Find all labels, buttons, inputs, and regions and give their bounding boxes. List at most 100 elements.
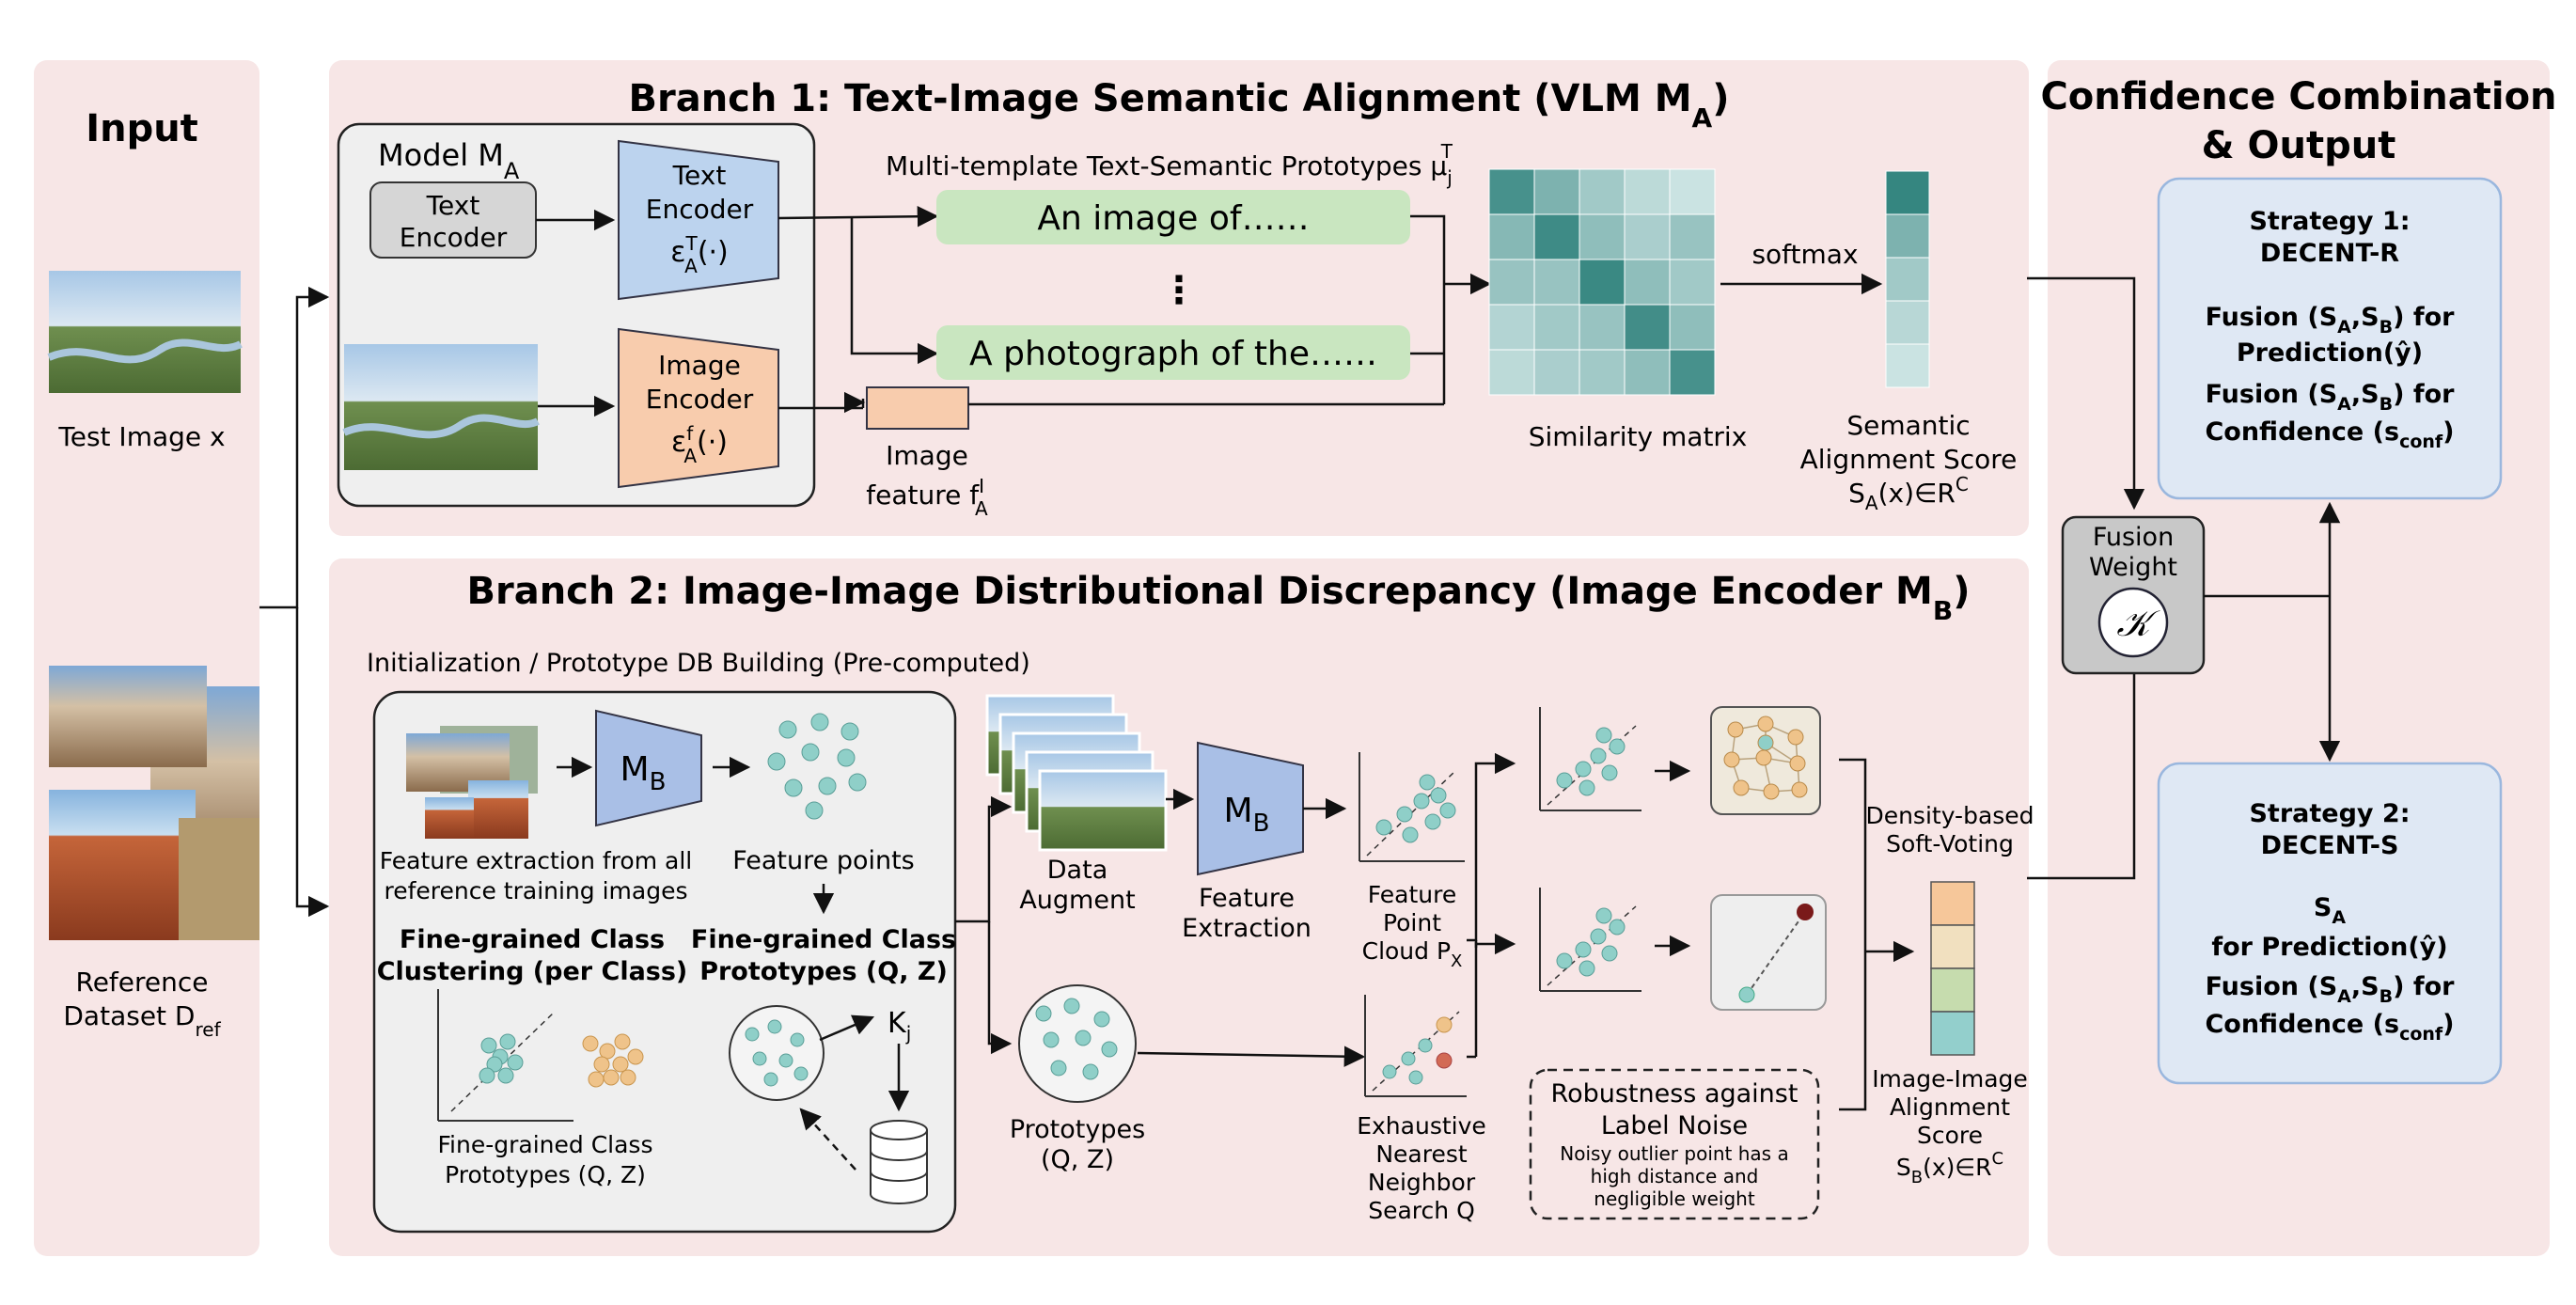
similarity-matrix — [1488, 168, 1716, 396]
softmax-cell — [1885, 213, 1930, 259]
similarity-cell — [1624, 304, 1671, 351]
data-augment-2: Augment — [1019, 886, 1135, 915]
encoder-to-template2-arrow — [850, 218, 939, 365]
cloud-point — [1419, 774, 1436, 791]
similarity-cell — [1579, 168, 1626, 215]
cluster-point-teal — [486, 1056, 503, 1073]
data-augment-1: Data — [1047, 856, 1107, 885]
image-score-1: Image-Image — [1872, 1065, 2028, 1093]
similarity-cell — [1624, 349, 1671, 396]
template-1-box — [936, 190, 1410, 244]
point-cloud-points — [1375, 774, 1456, 843]
density-node — [1791, 781, 1808, 798]
database-icon — [870, 1120, 928, 1204]
density-plot-bottom — [1539, 888, 1641, 992]
feature-point — [818, 777, 837, 795]
branch1-test-image — [342, 344, 540, 470]
encoder-to-template1-arrow — [778, 205, 939, 228]
similarity-cell — [1533, 213, 1580, 260]
nn-search-points — [1382, 1016, 1453, 1085]
density-node — [1727, 721, 1744, 738]
robustness-text-3: negligible weight — [1594, 1187, 1755, 1210]
density-top-point — [1575, 761, 1592, 778]
cluster-point-teal — [497, 1067, 514, 1084]
density-top-point — [1601, 764, 1618, 781]
cloud-point — [1375, 819, 1392, 836]
score-b-cell — [1930, 1011, 1975, 1056]
to-augment-arrow — [955, 795, 1013, 923]
density-bottom-point — [1595, 907, 1612, 924]
density-node — [1789, 755, 1806, 772]
text-encoder-input-line2: Encoder — [400, 222, 508, 253]
text-encoder-trapezoid — [618, 139, 779, 301]
softmax-cell — [1885, 343, 1930, 388]
robustness-text-1: Noisy outlier point has a — [1560, 1142, 1788, 1165]
density-node — [1757, 715, 1774, 732]
image-feature-box — [866, 386, 969, 430]
cluster-caption-1: Fine-grained Class — [438, 1131, 653, 1158]
cluster-point-teal — [499, 1033, 516, 1050]
similarity-cell — [1669, 304, 1716, 351]
softmax-cell — [1885, 300, 1930, 345]
feature-extraction-caption-1: Feature extraction from all — [380, 847, 692, 874]
similarity-cell — [1488, 168, 1535, 215]
kj-label: Kj — [887, 1007, 911, 1045]
similarity-cell — [1579, 213, 1626, 260]
score-b-cell — [1930, 881, 1975, 926]
prototype-point — [790, 1032, 805, 1047]
soft-voting-1: Density-based — [1865, 802, 2034, 829]
augmented-images — [985, 694, 1168, 852]
nn-search-1: Exhaustive — [1357, 1112, 1486, 1140]
robustness-title-2: Label Noise — [1601, 1111, 1748, 1140]
nn-point — [1382, 1064, 1397, 1079]
cloud-point — [1424, 813, 1441, 830]
prototypes-label-2: (Q, Z) — [1041, 1145, 1114, 1174]
density-bottom-point — [1590, 928, 1607, 945]
reference-label-2: Dataset Dref — [63, 1000, 221, 1041]
image-image-score-vector — [1930, 881, 1975, 1056]
reference-label-1: Reference — [76, 967, 209, 998]
prototype-right-point — [1075, 1030, 1092, 1046]
strategy2-line1: SA — [2314, 893, 2346, 928]
strategy2-title-1: Strategy 2: — [2249, 799, 2410, 828]
softmax-vector — [1885, 170, 1930, 388]
similarity-cell — [1579, 349, 1626, 396]
text-encoder-input-line1: Text — [426, 190, 480, 221]
feature-points-label: Feature points — [732, 846, 915, 875]
template-collector-line — [1410, 214, 1446, 404]
feature-extraction-caption-2: reference training images — [384, 877, 687, 904]
mb-encoder-extract — [1197, 741, 1304, 876]
prototype-right-point — [1093, 1011, 1110, 1028]
prototypes-right-points — [1035, 998, 1118, 1080]
strategy1-title-2: DECENT-R — [2260, 239, 2399, 268]
point-cloud-plot — [1359, 752, 1465, 862]
strategy2-line3: Fusion (SA,SB) for — [2206, 972, 2456, 1007]
prototype-point — [752, 1051, 767, 1066]
feature-point — [848, 773, 867, 792]
density-top-point — [1556, 772, 1573, 789]
nn-point-orange — [1436, 1016, 1453, 1033]
density-bottom-point — [1556, 952, 1573, 969]
prototype-right-point — [1050, 1060, 1067, 1077]
semantic-score-line3: SA(x)∈RC — [1848, 473, 1969, 514]
clustering-title-2: Clustering (per Class) — [377, 957, 688, 986]
cluster-point-teal — [480, 1037, 497, 1054]
similarity-cell — [1488, 304, 1535, 351]
strategy2-box — [2157, 762, 2503, 1085]
prototypes-label-1: Prototypes — [1010, 1115, 1145, 1144]
prototype-right-point — [1043, 1031, 1060, 1048]
prototype-point — [778, 1053, 793, 1068]
template-ellipsis: ⋮ — [1160, 269, 1198, 312]
similarity-cell — [1669, 259, 1716, 306]
robustness-title-1: Robustness against — [1551, 1079, 1798, 1108]
nn-search-4: Search Q — [1368, 1197, 1475, 1224]
image-encoder-line2: Encoder — [646, 384, 754, 415]
image-score-4: SB(x)∈RC — [1896, 1149, 2003, 1187]
db-feedback-arrow — [799, 1108, 856, 1171]
image-encoder-trapezoid — [618, 327, 779, 489]
strategy2-title-2: DECENT-S — [2261, 831, 2399, 860]
template-2-text: A photograph of the…… — [969, 335, 1377, 373]
similarity-cell — [1533, 259, 1580, 306]
